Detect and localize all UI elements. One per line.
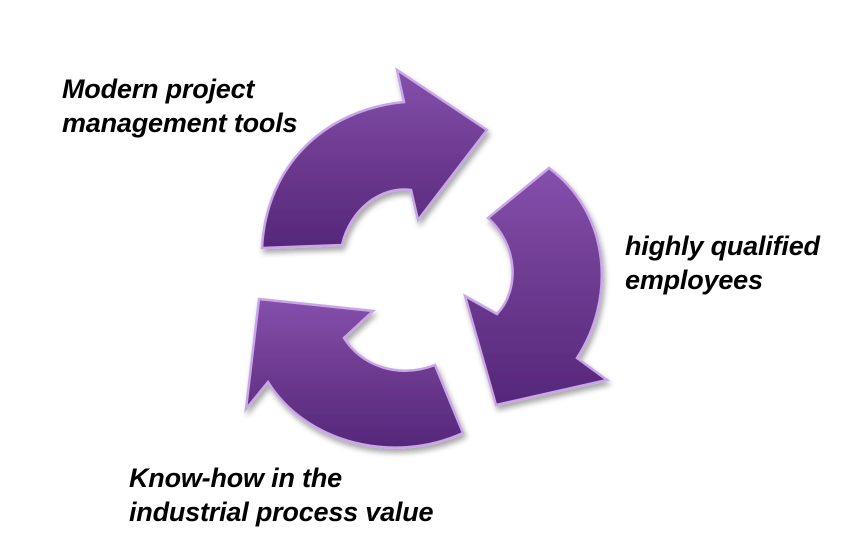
label-tools-line2: management tools [62,108,298,138]
label-know-how-industrial-process: Know-how in the industrial process value [129,461,434,529]
label-highly-qualified-employees: highly qualified employees [625,229,820,297]
cycle-arrow-right [462,166,610,407]
label-modern-project-management-tools: Modern project management tools [62,72,298,140]
cycle-arrow-bottom [244,297,465,449]
label-employees-line1: highly qualified [625,231,820,261]
cycle-arrow-top [260,67,489,250]
label-tools-line1: Modern project [62,74,255,104]
label-employees-line2: employees [625,265,763,295]
label-knowhow-line1: Know-how in the [129,463,342,493]
label-knowhow-line2: industrial process value [129,497,434,527]
